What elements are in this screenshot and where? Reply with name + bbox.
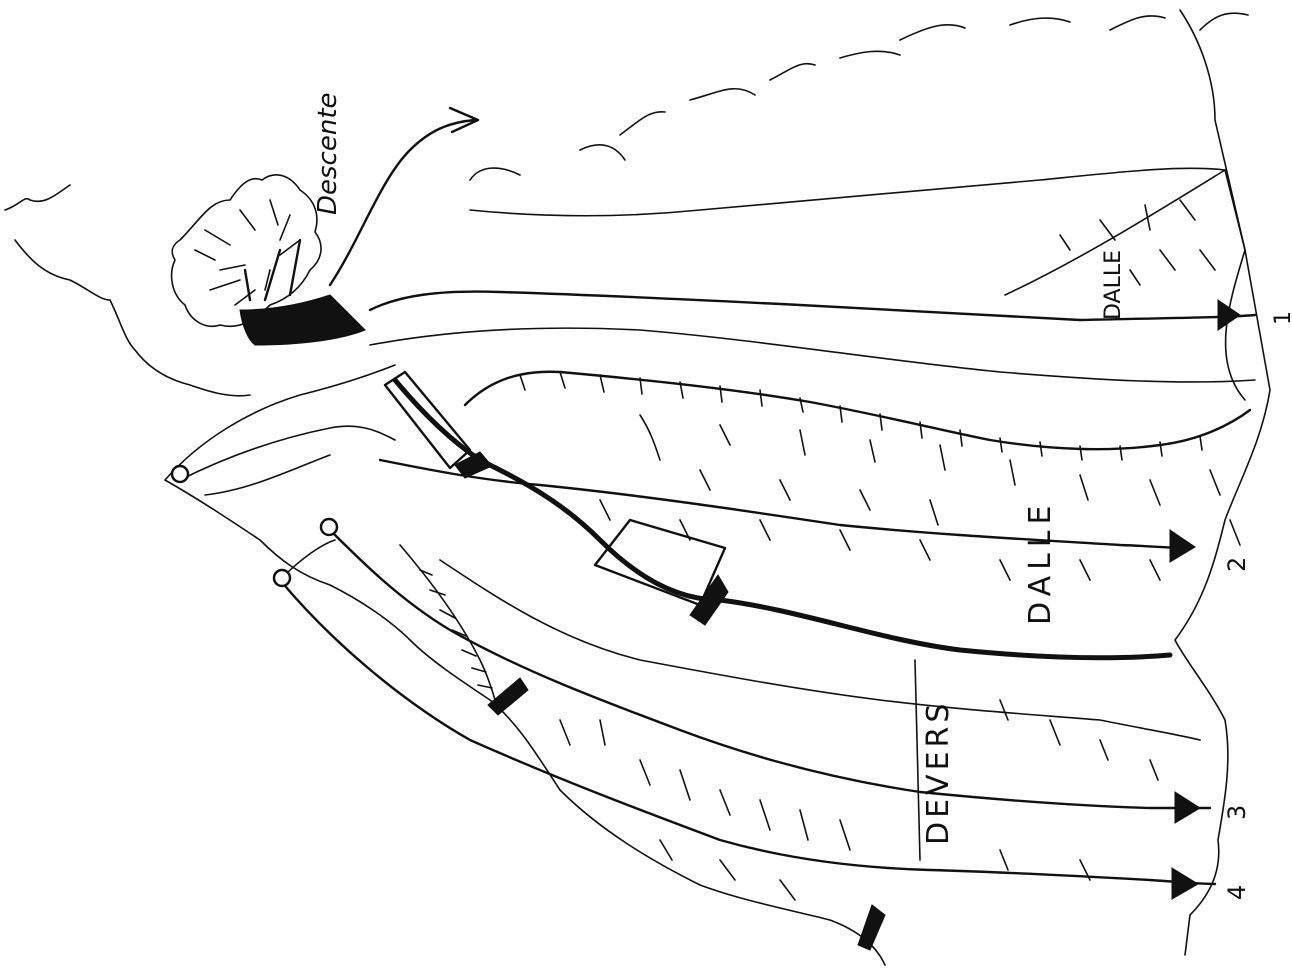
route-1-arrow-icon xyxy=(1218,300,1240,330)
anchor-icon xyxy=(172,466,188,482)
ridge-hatch-marks xyxy=(520,372,1202,460)
overhang-black-low xyxy=(858,905,885,950)
top-ledge-scribble xyxy=(620,13,1248,135)
feature-label-dalle-top: DALLE xyxy=(1101,250,1126,320)
anchor-icon xyxy=(274,570,290,586)
cliff-top-left xyxy=(5,185,250,396)
route-4-line xyxy=(280,580,1215,884)
route-number-2: 2 xyxy=(1223,557,1251,572)
route-number-4: 4 xyxy=(1223,885,1251,900)
devers-bracket xyxy=(915,660,920,860)
lower-texture xyxy=(560,700,1158,900)
slab-right-lines xyxy=(1060,200,1215,285)
route-2-arrow-icon xyxy=(1170,530,1195,562)
route-number-3: 3 xyxy=(1223,805,1251,820)
descent-route xyxy=(330,120,475,285)
slab-texture xyxy=(600,415,1240,580)
ridge-hatched xyxy=(465,372,1250,449)
wall-left-edge xyxy=(165,365,885,965)
route-1-upper xyxy=(370,328,1255,382)
route-3-upper xyxy=(440,560,1200,740)
ledge-line xyxy=(470,145,1225,216)
feature-label-devers: DEVERS xyxy=(921,700,956,845)
route-4-arrow-icon xyxy=(1172,868,1198,899)
roof-block-lower xyxy=(595,520,728,625)
route-3-arrow-icon xyxy=(1175,792,1200,823)
route-number-1: 1 xyxy=(1271,311,1292,325)
descent-label: Descente xyxy=(313,92,343,215)
route-3-line xyxy=(330,530,1210,808)
overhang-zone xyxy=(400,545,498,710)
anchor-icon xyxy=(321,519,337,535)
feature-label-dalle-mid: DALLE xyxy=(1023,500,1058,625)
wall-left-edge-2 xyxy=(180,426,395,575)
